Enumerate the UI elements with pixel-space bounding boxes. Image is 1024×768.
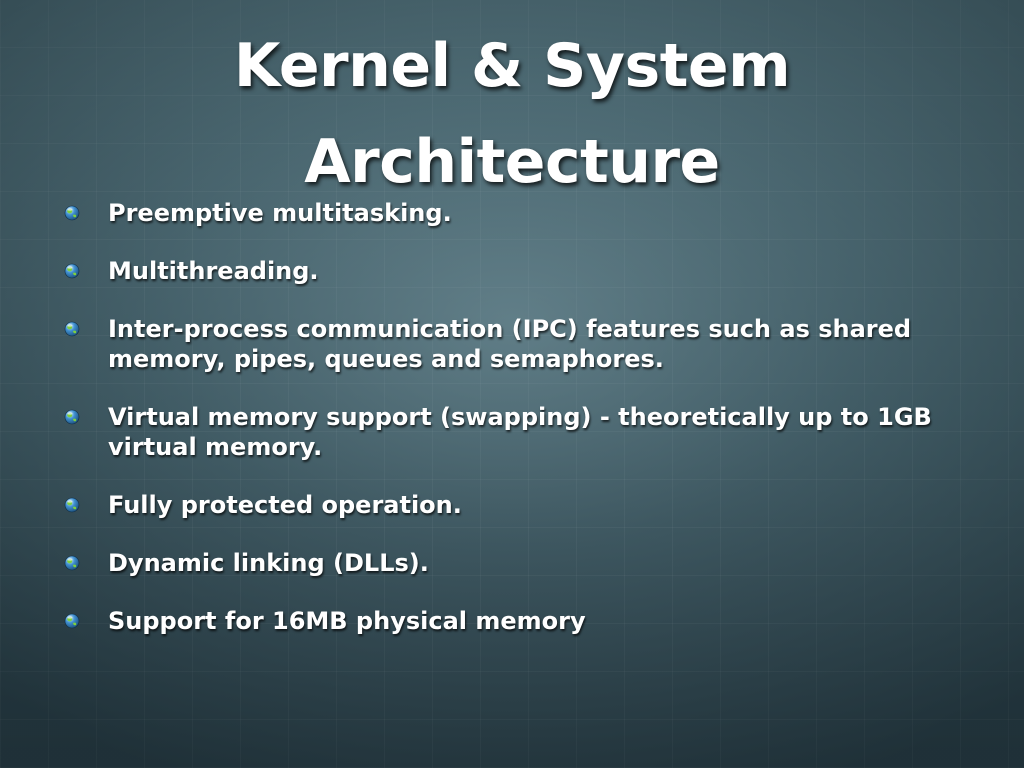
title-line-2: Architecture <box>304 127 720 197</box>
bullet-text: Support for 16MB physical memory <box>108 607 586 635</box>
bullet-item: Dynamic linking (DLLs). <box>60 548 960 578</box>
bullet-item: Multithreading. <box>60 256 960 286</box>
bullet-text: Dynamic linking (DLLs). <box>108 549 429 577</box>
globe-bullet-icon <box>64 497 80 513</box>
bullet-text: Multithreading. <box>108 257 319 285</box>
bullet-text: Inter-process communication (IPC) featur… <box>108 315 912 373</box>
bullet-item: Virtual memory support (swapping) - theo… <box>60 402 960 462</box>
bullet-text: Fully protected operation. <box>108 491 462 519</box>
globe-bullet-icon <box>64 321 80 337</box>
globe-bullet-icon <box>64 555 80 571</box>
title-line-1: Kernel & System <box>233 31 791 101</box>
bullet-list: Preemptive multitasking. Multithreading.… <box>60 198 960 664</box>
globe-bullet-icon <box>64 613 80 629</box>
globe-bullet-icon <box>64 205 80 221</box>
bullet-text: Preemptive multitasking. <box>108 199 452 227</box>
globe-bullet-icon <box>64 263 80 279</box>
bullet-text: Virtual memory support (swapping) - theo… <box>108 403 932 461</box>
bullet-item: Preemptive multitasking. <box>60 198 960 228</box>
bullet-item: Fully protected operation. <box>60 490 960 520</box>
globe-bullet-icon <box>64 409 80 425</box>
bullet-item: Inter-process communication (IPC) featur… <box>60 314 960 374</box>
bullet-item: Support for 16MB physical memory <box>60 606 960 636</box>
slide-title: Kernel & System Architecture <box>0 18 1024 210</box>
